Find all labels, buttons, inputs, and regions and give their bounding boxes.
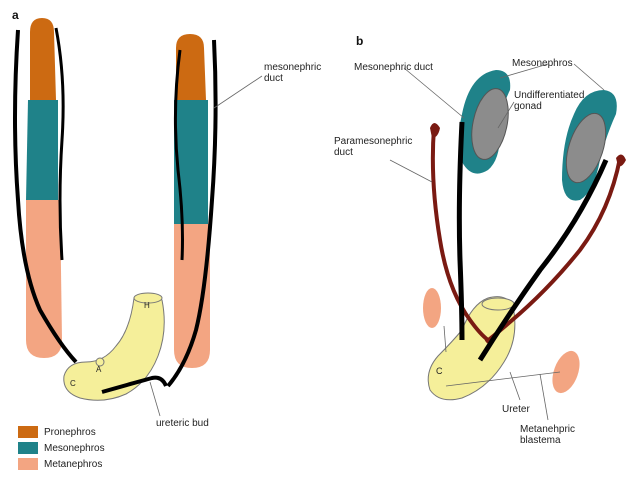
ureteric-bud-duct <box>101 375 168 394</box>
legend-label-mesonephros: Mesonephros <box>44 442 105 454</box>
mesonephric-duct-leader-a <box>213 75 263 109</box>
left-mesonephros <box>26 100 58 200</box>
paramesonephric-duct-left <box>430 127 490 342</box>
legend-swatch-mesonephros <box>18 442 38 454</box>
legend: Pronephros Mesonephros Metanephros <box>18 424 105 472</box>
left-metanephros <box>26 200 62 358</box>
right-nephric-column <box>174 34 210 368</box>
metanephric-blastema-right <box>552 350 580 394</box>
paramesonephric-tip-right <box>616 154 626 167</box>
legend-label-metanephros: Metanephros <box>44 458 103 470</box>
label-ureteric-bud: ureteric bud <box>156 418 209 429</box>
label-cloaca-c-b: C <box>436 366 443 376</box>
right-mesonephric-duct-inner <box>173 49 184 261</box>
gonad-b-right <box>565 112 607 184</box>
paramesonephric-tip-left <box>430 123 440 138</box>
cloaca-a-small-knob <box>95 357 105 367</box>
legend-item-metanephros: Metanephros <box>18 456 105 472</box>
panel-label-a: a <box>12 8 19 22</box>
cloaca-a-top-opening <box>133 292 163 304</box>
left-nephric-column <box>26 18 62 358</box>
mesonephric-duct-b-left <box>456 121 465 341</box>
label-letter-a: A <box>96 365 102 374</box>
label-metanephric-blastema: Metanehpric blastema <box>520 424 576 446</box>
metanephric-blastema-left <box>423 288 441 328</box>
ureteric-bud-leader <box>149 381 161 417</box>
label-letter-h: H <box>144 301 150 310</box>
cloaca-a <box>63 294 165 401</box>
label-undifferentiated-gonad: Undifferentiated gonad <box>514 90 585 112</box>
left-mesonephric-duct-outer <box>13 29 78 364</box>
cloaca-b <box>427 296 516 401</box>
label-paramesonephric-duct: Paramesonephric duct <box>334 136 413 158</box>
legend-label-pronephros: Pronephros <box>44 426 96 438</box>
label-mesonephric-duct-b: Mesonephric duct <box>354 62 433 73</box>
gonad-b-left <box>471 88 509 160</box>
label-mesonephric-duct-a: mesonephric duct <box>264 62 322 84</box>
mesonephric-duct-b-right <box>477 159 609 362</box>
left-mesonephric-duct-inner <box>54 27 65 261</box>
label-ureter: Ureter <box>502 404 530 415</box>
legend-item-pronephros: Pronephros <box>18 424 105 440</box>
right-pronephros <box>176 34 206 100</box>
left-pronephros <box>30 18 56 100</box>
legend-item-mesonephros: Mesonephros <box>18 440 105 456</box>
label-cloaca-c-a: C <box>70 379 76 388</box>
legend-swatch-pronephros <box>18 426 38 438</box>
label-mesonephros-b: Mesonephros <box>512 58 573 69</box>
leader-lines-b <box>389 63 605 421</box>
right-mesonephric-duct-outer <box>166 39 218 388</box>
right-mesonephros <box>174 100 208 224</box>
cloaca-b-top-opening <box>481 297 515 311</box>
panel-label-b: b <box>356 34 364 48</box>
legend-swatch-metanephros <box>18 458 38 470</box>
